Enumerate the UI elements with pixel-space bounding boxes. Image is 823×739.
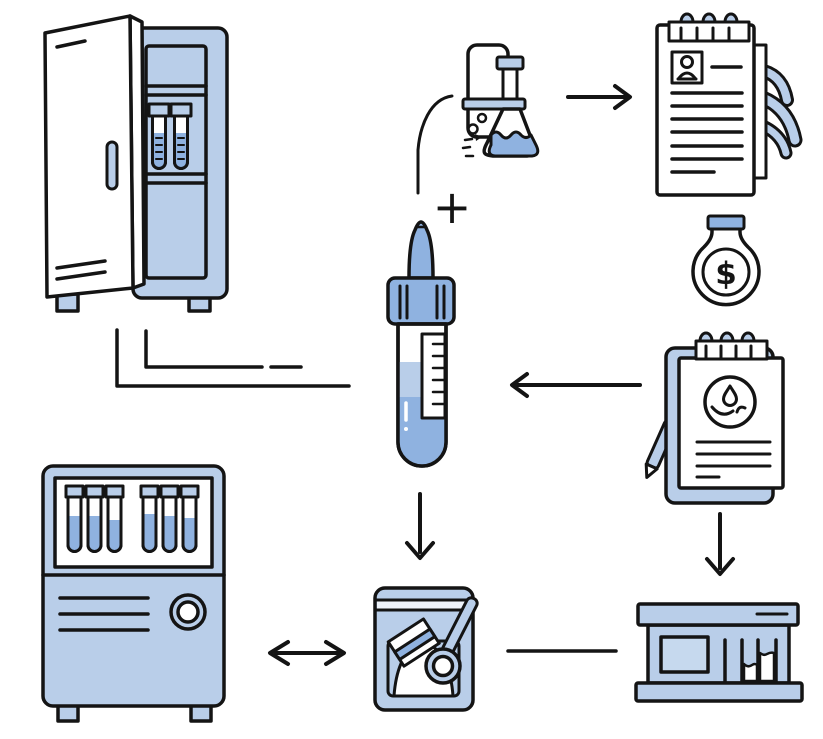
drop-squiggle bbox=[735, 405, 747, 414]
analyzer-tubes bbox=[64, 484, 200, 553]
stored-test-tube bbox=[169, 102, 193, 170]
coin-ring bbox=[701, 247, 751, 297]
stored-test-tube bbox=[147, 102, 171, 170]
dollar-text: $ bbox=[715, 256, 737, 292]
swab-ring-center bbox=[431, 654, 455, 678]
binder-ring bbox=[719, 331, 735, 343]
machine-base bbox=[634, 681, 804, 703]
elbow-lines-fridge-to-dropper bbox=[115, 328, 351, 388]
form-board bbox=[655, 23, 756, 197]
specimen-bag-icon bbox=[373, 586, 479, 712]
flask-cap bbox=[495, 55, 525, 71]
arrow-flask-to-patient-form bbox=[566, 84, 632, 110]
vial-cap bbox=[706, 214, 746, 231]
clipboard-drop-icon bbox=[644, 331, 785, 505]
bubble bbox=[467, 123, 479, 135]
dollar-flask-icon: $ bbox=[691, 214, 761, 307]
drop-icon bbox=[722, 384, 738, 407]
dropper-tube-icon: + bbox=[386, 94, 472, 468]
arrow-analyzer-bag-double bbox=[268, 640, 346, 666]
binder-bar bbox=[694, 339, 769, 361]
bubble bbox=[476, 112, 488, 124]
testing-machine-icon bbox=[634, 602, 804, 703]
spark bbox=[475, 134, 482, 141]
machine-screen bbox=[659, 635, 710, 674]
machine-lid bbox=[636, 602, 800, 627]
binder-ring bbox=[701, 12, 717, 24]
flask-icon bbox=[461, 43, 540, 158]
flask-clamp bbox=[461, 97, 527, 111]
binder-ring bbox=[740, 331, 756, 343]
fridge-door bbox=[43, 14, 135, 299]
machine-vial bbox=[742, 662, 759, 683]
hand-fingers bbox=[755, 64, 803, 160]
binder-ring bbox=[723, 12, 739, 24]
dropper-bulb bbox=[407, 220, 435, 280]
plus-text: + bbox=[433, 180, 472, 234]
arrow-requisition-to-machine bbox=[705, 512, 735, 576]
person-shoulders bbox=[677, 71, 697, 80]
binder-ring bbox=[698, 331, 714, 343]
refrigerator-icon bbox=[43, 14, 229, 313]
fridge-door-handle bbox=[105, 140, 119, 191]
drop-swoosh bbox=[710, 405, 735, 416]
machine-vial bbox=[758, 651, 776, 683]
person-head bbox=[680, 55, 694, 69]
vial-body bbox=[691, 226, 761, 307]
swab-wrapper bbox=[386, 617, 441, 668]
clipboard-person-icon bbox=[655, 12, 803, 197]
graduation-strip bbox=[420, 332, 447, 420]
analyzer-knob-center bbox=[176, 600, 200, 624]
binder-ring bbox=[679, 12, 695, 24]
arrow-requisition-to-dropper bbox=[510, 372, 642, 398]
arrow-dropper-to-bag bbox=[405, 492, 435, 560]
curved-connector bbox=[416, 94, 454, 195]
analyzer-icon bbox=[41, 464, 226, 723]
flask-liquid bbox=[487, 130, 540, 158]
